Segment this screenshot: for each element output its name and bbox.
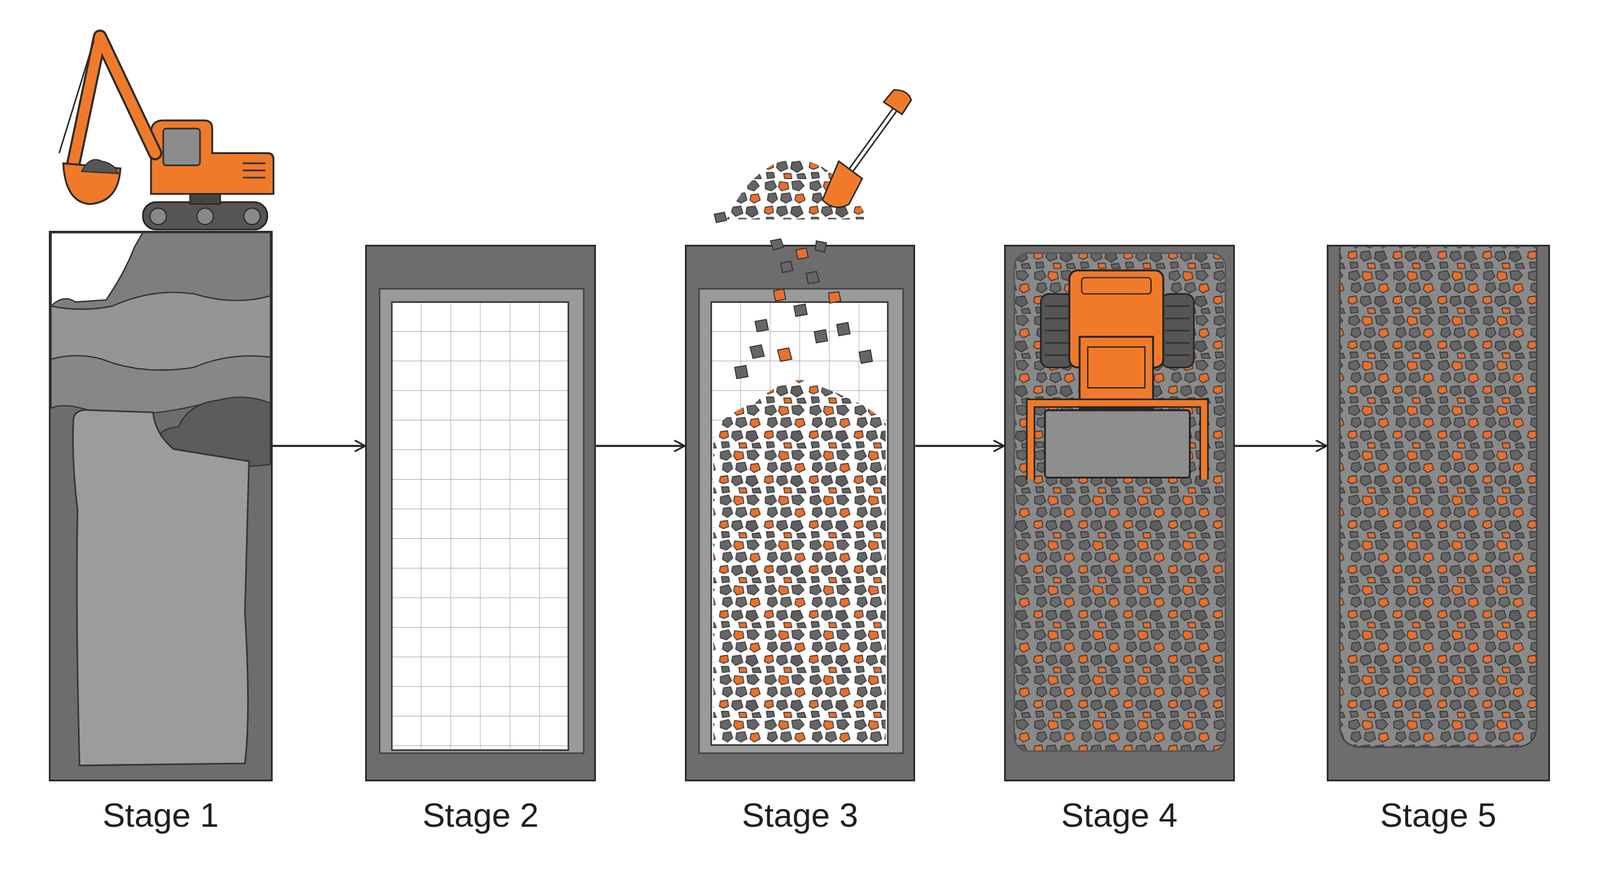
stage-label: Stage 1	[27, 794, 294, 836]
flow-arrow	[1234, 444, 1327, 448]
shovel	[822, 89, 912, 207]
stage-panel: Stage 1	[48, 230, 273, 782]
stage-panel: Stage 2	[365, 244, 596, 782]
stage-label: Stage 3	[663, 794, 938, 836]
flow-arrow	[595, 444, 685, 448]
stage-label: Stage 2	[343, 794, 618, 836]
stage-panel: Stage 5	[1326, 244, 1550, 782]
stage-panel: Stage 4	[1004, 244, 1235, 782]
excavator	[59, 36, 274, 230]
flow-arrow	[915, 444, 1005, 448]
flow-arrow	[272, 444, 366, 448]
stone-pile	[726, 159, 868, 220]
stage-label: Stage 4	[982, 794, 1257, 836]
stage-panel: Stage 3	[684, 244, 916, 782]
stage-label: Stage 5	[1305, 794, 1572, 836]
